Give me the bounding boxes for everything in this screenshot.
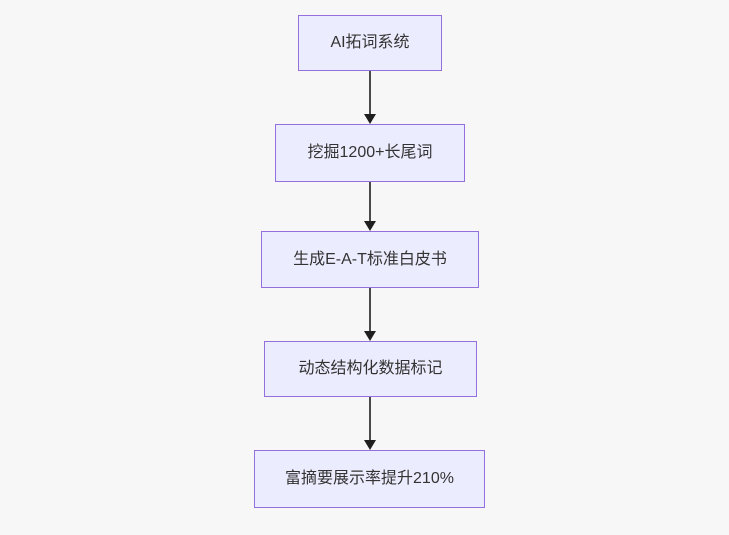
flow-arrow-2 bbox=[363, 182, 376, 231]
flow-arrow-1 bbox=[363, 71, 376, 124]
flow-node-longtail-mining: 挖掘1200+长尾词 bbox=[275, 124, 465, 182]
arrow-head-icon bbox=[363, 221, 376, 231]
arrow-head-icon bbox=[363, 331, 376, 341]
flow-node-label: 富摘要展示率提升210% bbox=[285, 470, 454, 488]
flow-arrow-3 bbox=[363, 288, 376, 341]
flow-node-eat-whitepaper: 生成E-A-T标准白皮书 bbox=[261, 231, 479, 288]
flow-arrow-4 bbox=[363, 397, 376, 450]
arrow-head-icon bbox=[363, 440, 376, 450]
flow-node-ai-word-system: AI拓词系统 bbox=[298, 15, 442, 71]
flow-node-label: 生成E-A-T标准白皮书 bbox=[293, 250, 447, 268]
flow-node-rich-snippet-result: 富摘要展示率提升210% bbox=[254, 450, 485, 508]
flow-node-label: 动态结构化数据标记 bbox=[298, 360, 443, 378]
flow-node-label: 挖掘1200+长尾词 bbox=[307, 144, 433, 162]
arrow-line bbox=[368, 288, 371, 331]
flow-node-label: AI拓词系统 bbox=[330, 34, 410, 52]
arrow-line bbox=[368, 71, 371, 114]
flow-node-structured-data-markup: 动态结构化数据标记 bbox=[264, 341, 477, 397]
arrow-line bbox=[368, 182, 371, 221]
arrow-line bbox=[368, 397, 371, 440]
arrow-head-icon bbox=[363, 114, 376, 124]
